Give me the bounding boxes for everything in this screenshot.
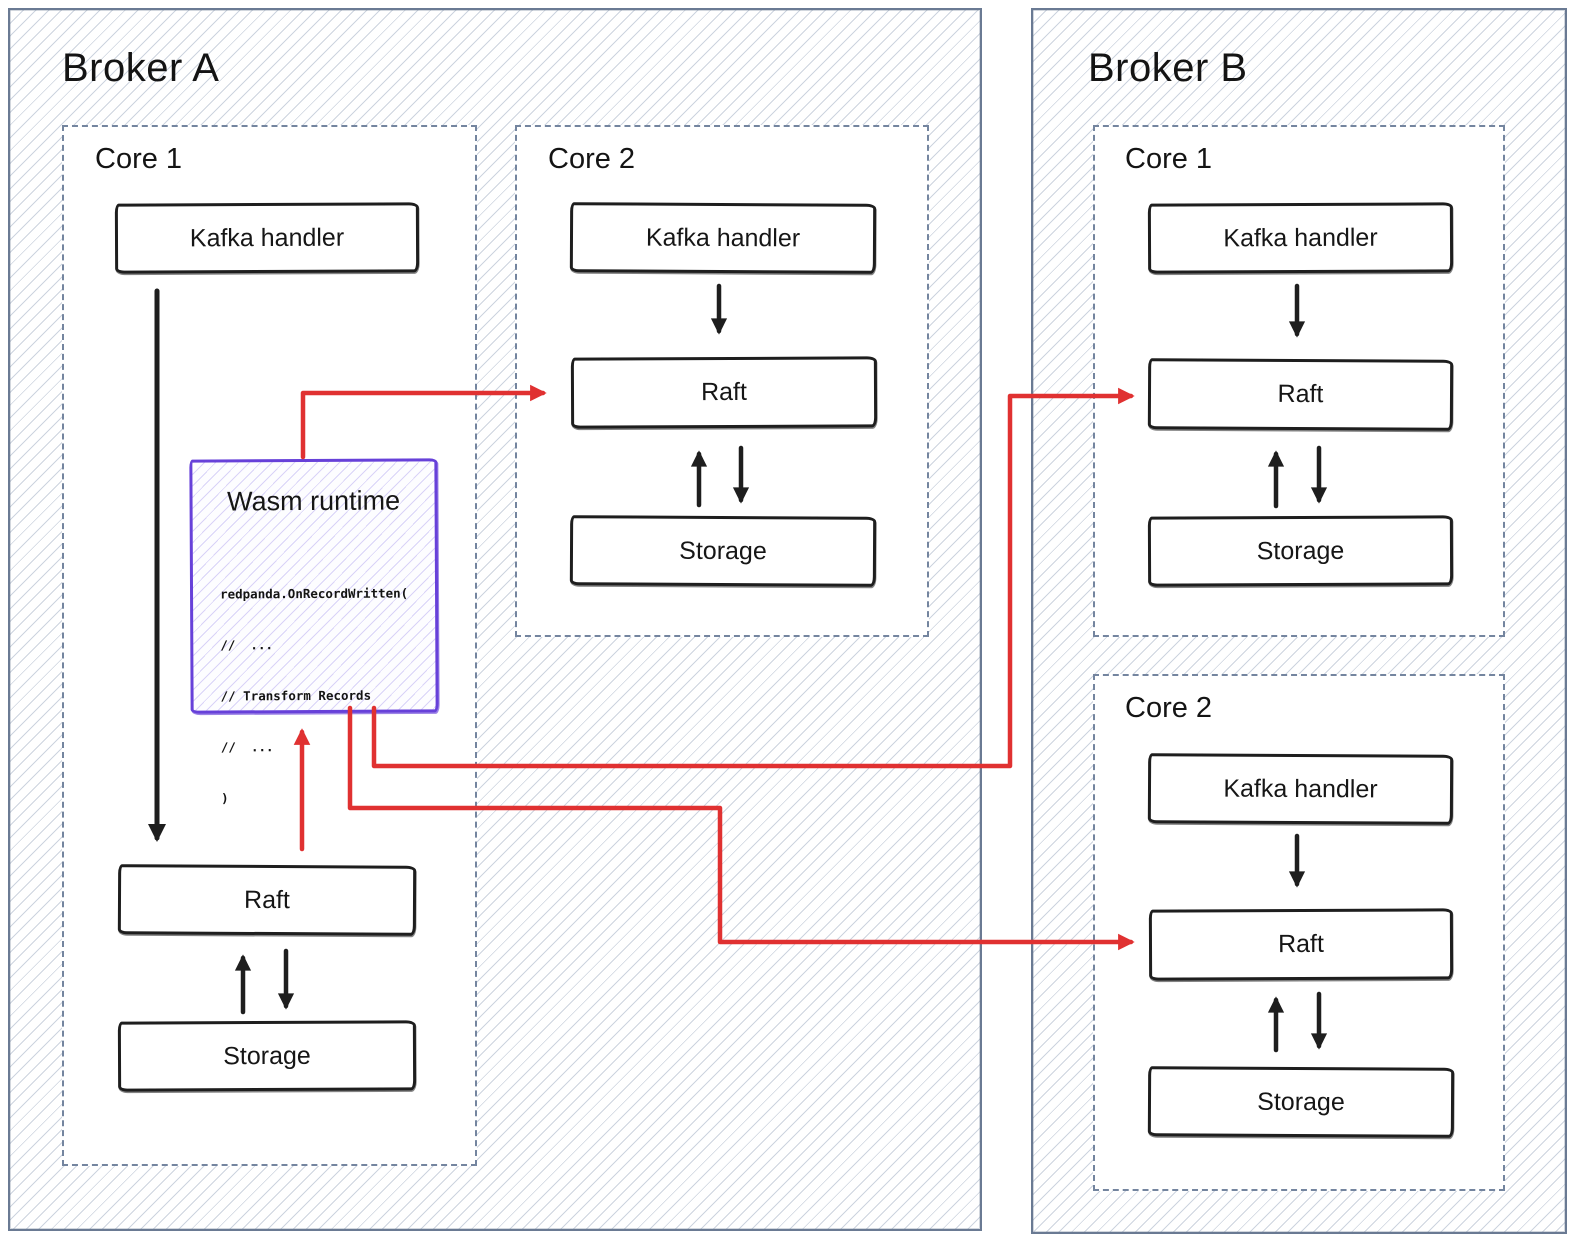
broker-a-title: Broker A [62,46,220,90]
node-a2-raft: Raft [570,356,878,429]
node-b1-storage: Storage [1147,515,1454,587]
wasm-runtime-title: Wasm runtime [226,485,401,517]
node-b1-kafka-handler: Kafka handler [1147,202,1454,274]
node-a1-storage: Storage [117,1020,417,1092]
core-b2-label: Core 2 [1125,692,1213,724]
broker-b-title: Broker B [1088,46,1248,90]
wasm-code-line: // ... [220,739,274,755]
node-b2-kafka-handler: Kafka handler [1147,753,1454,825]
node-a1-raft: Raft [117,864,417,936]
wasm-code-line: redpanda.OnRecordWritten( [220,585,409,602]
wasm-runtime-box: Wasm runtime redpanda.OnRecordWritten( /… [189,458,439,805]
core-b1-label: Core 1 [1125,143,1213,175]
core-a2-label: Core 2 [548,143,636,175]
wasm-code-line: // ... [220,637,274,653]
node-a2-kafka-handler: Kafka handler [569,202,877,274]
wasm-code-line: ) [221,790,229,806]
node-b1-raft: Raft [1147,358,1454,431]
node-b2-raft: Raft [1148,908,1454,981]
wasm-code-line: // Transform Records [220,687,372,704]
core-a1-label: Core 1 [95,143,183,175]
node-a1-kafka-handler: Kafka handler [114,202,420,274]
wasm-code: redpanda.OnRecordWritten( // ... // Tran… [220,550,437,840]
node-b2-storage: Storage [1147,1066,1455,1138]
node-a2-storage: Storage [569,515,877,587]
